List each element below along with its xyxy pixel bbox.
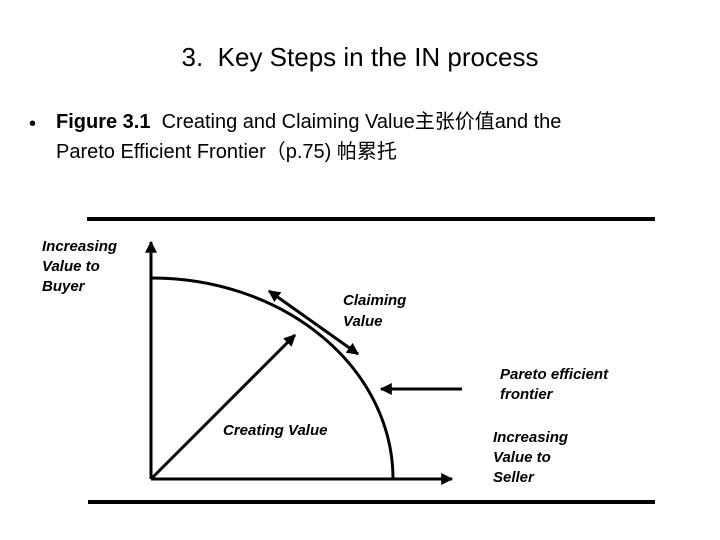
label-claiming-value: Claiming Value xyxy=(343,292,407,330)
claiming-value-double-arrow xyxy=(268,289,359,356)
bullet-line2-text: Pareto Efficient Frontier（p.75) 帕累托 xyxy=(56,141,397,163)
slide-title: 3. Key Steps in the IN process xyxy=(181,42,539,72)
creating-value-arrow xyxy=(150,333,297,480)
bullet-marker: • xyxy=(29,113,37,135)
label-pareto-efficient-frontier: Pareto efficient frontier xyxy=(500,366,609,403)
label-increasing-value-to-buyer: Increasing Value to Buyer xyxy=(42,238,118,295)
bullet-line1-text: Creating and Claiming Value主张价值and the xyxy=(150,111,562,133)
label-creating-value: Creating Value xyxy=(223,422,328,439)
label-increasing-value-to-seller: Increasing Value to Seller xyxy=(493,429,569,486)
bullet-paragraph: Figure 3.1 Creating and Claiming Value主张… xyxy=(56,107,686,167)
bullet-figure-number: Figure 3.1 xyxy=(56,111,151,133)
